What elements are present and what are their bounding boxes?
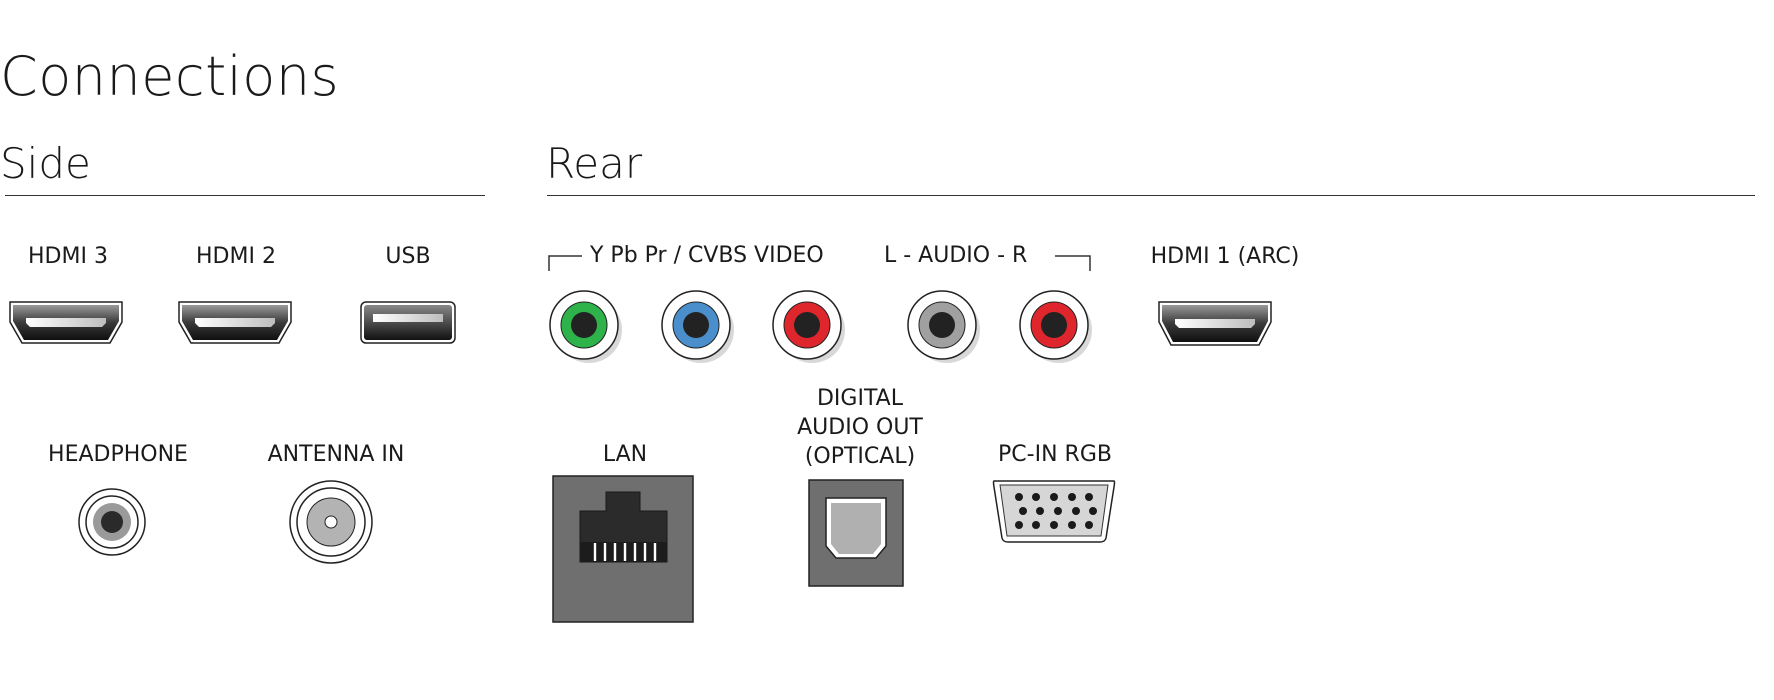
hdmi3-port[interactable] <box>9 301 123 344</box>
section-rear-title: Rear <box>546 139 643 188</box>
component-bracket-left <box>548 255 582 271</box>
optical-label-line3: (OPTICAL) <box>804 444 916 469</box>
rca-y-green-jack[interactable] <box>549 290 622 363</box>
headphone-label: HEADPHONE <box>48 442 188 467</box>
section-side-title: Side <box>0 139 91 188</box>
lan-label: LAN <box>602 442 648 467</box>
hdmi2-port[interactable] <box>178 301 292 344</box>
side-divider <box>5 195 485 196</box>
hdmi3-label: HDMI 3 <box>28 244 108 269</box>
rear-divider <box>547 195 1755 196</box>
audio-group-label: L - AUDIO - R <box>884 243 1028 268</box>
rca-pb-blue-jack[interactable] <box>661 290 734 363</box>
usb-label: USB <box>385 244 431 269</box>
rca-audio-right-jack[interactable] <box>1019 290 1092 363</box>
pc-in-label: PC-IN RGB <box>998 442 1112 467</box>
rca-pr-red-jack[interactable] <box>772 290 845 363</box>
audio-bracket-right <box>1055 255 1091 271</box>
antenna-jack[interactable] <box>289 480 373 564</box>
optical-label-line1: DIGITAL <box>816 386 903 411</box>
lan-port[interactable] <box>552 475 694 623</box>
optical-label-line2: AUDIO OUT <box>797 415 923 440</box>
rca-audio-left-jack[interactable] <box>907 290 980 363</box>
antenna-label: ANTENNA IN <box>267 442 405 467</box>
headphone-jack[interactable] <box>78 488 146 556</box>
component-group-label: Y Pb Pr / CVBS VIDEO <box>590 243 824 268</box>
vga-port[interactable] <box>992 480 1116 543</box>
hdmi1-arc-port[interactable] <box>1158 301 1272 346</box>
page-title: Connections <box>0 45 340 108</box>
hdmi1-label: HDMI 1 (ARC) <box>1150 244 1300 269</box>
optical-audio-port[interactable] <box>808 479 904 587</box>
hdmi2-label: HDMI 2 <box>196 244 276 269</box>
usb-port[interactable] <box>360 301 456 344</box>
